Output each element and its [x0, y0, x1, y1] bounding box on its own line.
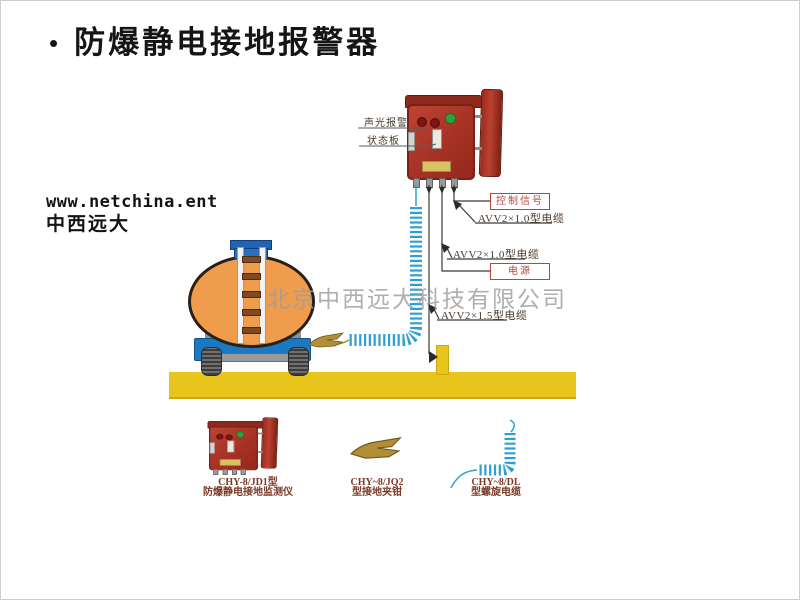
label-power-cable: AVV2×1.0型电缆 [453, 249, 540, 261]
cable-gland [240, 469, 246, 475]
name-plate [219, 459, 241, 466]
truck-axle [220, 353, 290, 362]
alarm-unit-door [478, 88, 504, 178]
label-ground-cable: AVV2×1.5型电缆 [441, 310, 528, 322]
green-button [236, 431, 245, 438]
label-power: 电源 [490, 263, 550, 280]
product-ground-clamp [349, 437, 402, 459]
ground-clamp [308, 332, 345, 348]
watermark-site-url: www.netchina.ent [46, 192, 218, 212]
ladder-rung [242, 291, 261, 298]
ground-bar [169, 372, 576, 399]
ladder-rung [242, 309, 261, 316]
product-caption: CHY~8/DL 型螺旋电缆 [441, 478, 551, 498]
door-hinge [255, 451, 263, 453]
label-control-signal: 控制信号 [490, 193, 550, 210]
truck-wheel-right [288, 347, 309, 376]
product-model: CHY~8/DL [471, 477, 521, 488]
green-button [445, 113, 456, 124]
status-panel-strip [227, 440, 235, 453]
name-plate [422, 161, 451, 172]
alarm-indicator-light [225, 434, 233, 441]
product-caption: CHY~8/JQ2 型接地夹钳 [322, 478, 432, 498]
side-strip [209, 442, 215, 454]
alarm-indicator-light [417, 117, 427, 127]
cable-gland [222, 469, 228, 475]
product-model: CHY-8/JD1型 [218, 477, 278, 488]
product-model: CHY~8/JQ2 [350, 477, 404, 488]
ladder-rung [242, 327, 261, 334]
watermark-vendor: 中西远大 [46, 214, 131, 235]
alarm-indicator-light [216, 433, 224, 440]
cable-gland [426, 178, 433, 188]
alarm-unit [405, 88, 504, 189]
cable-gland [451, 178, 458, 188]
door-hinge [472, 147, 482, 150]
alarm-indicator-light [430, 118, 440, 128]
product-name: 型螺旋电缆 [471, 487, 521, 498]
truck-wheel-left [201, 347, 222, 376]
product-name: 防爆静电接地监测仪 [203, 487, 293, 498]
side-strip [408, 132, 415, 151]
door-hinge [255, 432, 263, 435]
cable-gland [232, 469, 238, 475]
alarm-unit-body [209, 426, 258, 471]
ladder-rung [242, 256, 261, 263]
alarm-unit-door [260, 417, 279, 469]
bullet-icon: • [49, 28, 59, 58]
alarm-unit-body [407, 104, 475, 180]
cable-gland [439, 178, 446, 188]
label-status-panel: 状态板 [367, 136, 400, 147]
product-monitor-unit [207, 417, 279, 476]
ladder-rung [242, 273, 261, 280]
cable-gland [413, 178, 420, 188]
page-title: • 防爆静电接地报警器 [49, 23, 380, 63]
grounding-electrode [436, 345, 449, 375]
watermark-company: 北京中西远大科技有限公司 [267, 287, 567, 313]
product-caption: CHY-8/JD1型 防爆静电接地监测仪 [193, 478, 303, 498]
product-name: 型接地夹钳 [352, 487, 402, 498]
label-control-cable: AVV2×1.0型电缆 [478, 213, 565, 225]
door-hinge [472, 115, 482, 118]
status-panel-strip [432, 129, 442, 149]
cable-gland [213, 469, 219, 475]
label-sound-light-alarm: 声光报警 [364, 118, 408, 129]
page-title-text: 防爆静电接地报警器 [74, 25, 381, 61]
